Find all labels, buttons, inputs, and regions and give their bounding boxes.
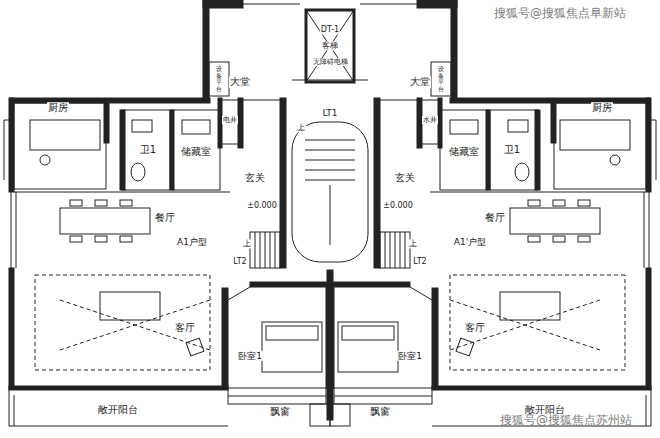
plan-line <box>305 140 355 141</box>
elevator-label: DT-1 <box>320 25 340 34</box>
plan-line <box>305 180 355 181</box>
elevation-label: ±0.000 <box>246 201 278 210</box>
room-label: 餐厅 <box>154 212 176 224</box>
room-label: 玄关 <box>394 172 416 184</box>
watermark: 搜狐号@搜狐焦点苏州站 <box>499 414 633 428</box>
plan-line <box>292 122 368 262</box>
plan-line <box>306 10 354 82</box>
watermark: 搜狐号@搜狐焦点阜新站 <box>493 7 627 21</box>
unit-walls <box>330 0 656 426</box>
room-label: 储藏室 <box>448 146 480 158</box>
plan-line <box>292 80 368 81</box>
room-label: 储藏室 <box>180 146 212 158</box>
room-label: 电井 <box>222 116 238 124</box>
room-label: 大堂 <box>229 76 251 88</box>
elevator-label: 无障碍电梯 <box>312 58 349 66</box>
room-label: 卫1 <box>503 144 521 156</box>
stair-label: 上 <box>296 123 306 132</box>
stair-label: 上 <box>242 239 252 248</box>
room-label: 设备平台 <box>215 66 223 92</box>
unit-label: A1'户型 <box>453 237 487 247</box>
room-label: 厨房 <box>591 102 613 114</box>
stair-label: LT1 <box>322 108 339 118</box>
plan-line <box>327 270 333 420</box>
room-label: 卫1 <box>139 144 157 156</box>
stair-label: 上 <box>408 239 418 248</box>
room-label: 敞开阳台 <box>97 404 139 416</box>
room-label: 设备平台 <box>437 66 445 92</box>
elevator-label: 客梯 <box>321 41 339 50</box>
unit-walls <box>4 0 330 426</box>
unit-label: A1户型 <box>176 237 208 247</box>
plan-line <box>305 170 355 171</box>
core <box>292 10 368 420</box>
stair-label: LT2 <box>232 257 247 266</box>
plan-line <box>305 150 355 151</box>
room-label: 客厅 <box>464 322 486 334</box>
plan-line <box>306 10 354 82</box>
room-label: 厨房 <box>47 102 69 114</box>
room-label: 飘窗 <box>369 406 391 418</box>
room-label: 客厅 <box>174 322 196 334</box>
room-label: 飘窗 <box>269 406 291 418</box>
plan-line <box>306 10 354 82</box>
room-label: 卧室1 <box>397 351 423 361</box>
elevation-label: ±0.000 <box>382 201 414 210</box>
room-label: 玄关 <box>244 172 266 184</box>
plan-line <box>330 185 331 245</box>
room-label: 餐厅 <box>484 212 506 224</box>
plan-line <box>305 160 355 161</box>
stair-label: LT2 <box>412 257 427 266</box>
room-label: 大堂 <box>409 76 431 88</box>
room-label: 卧室1 <box>237 351 263 361</box>
room-label: 水井 <box>422 116 438 124</box>
